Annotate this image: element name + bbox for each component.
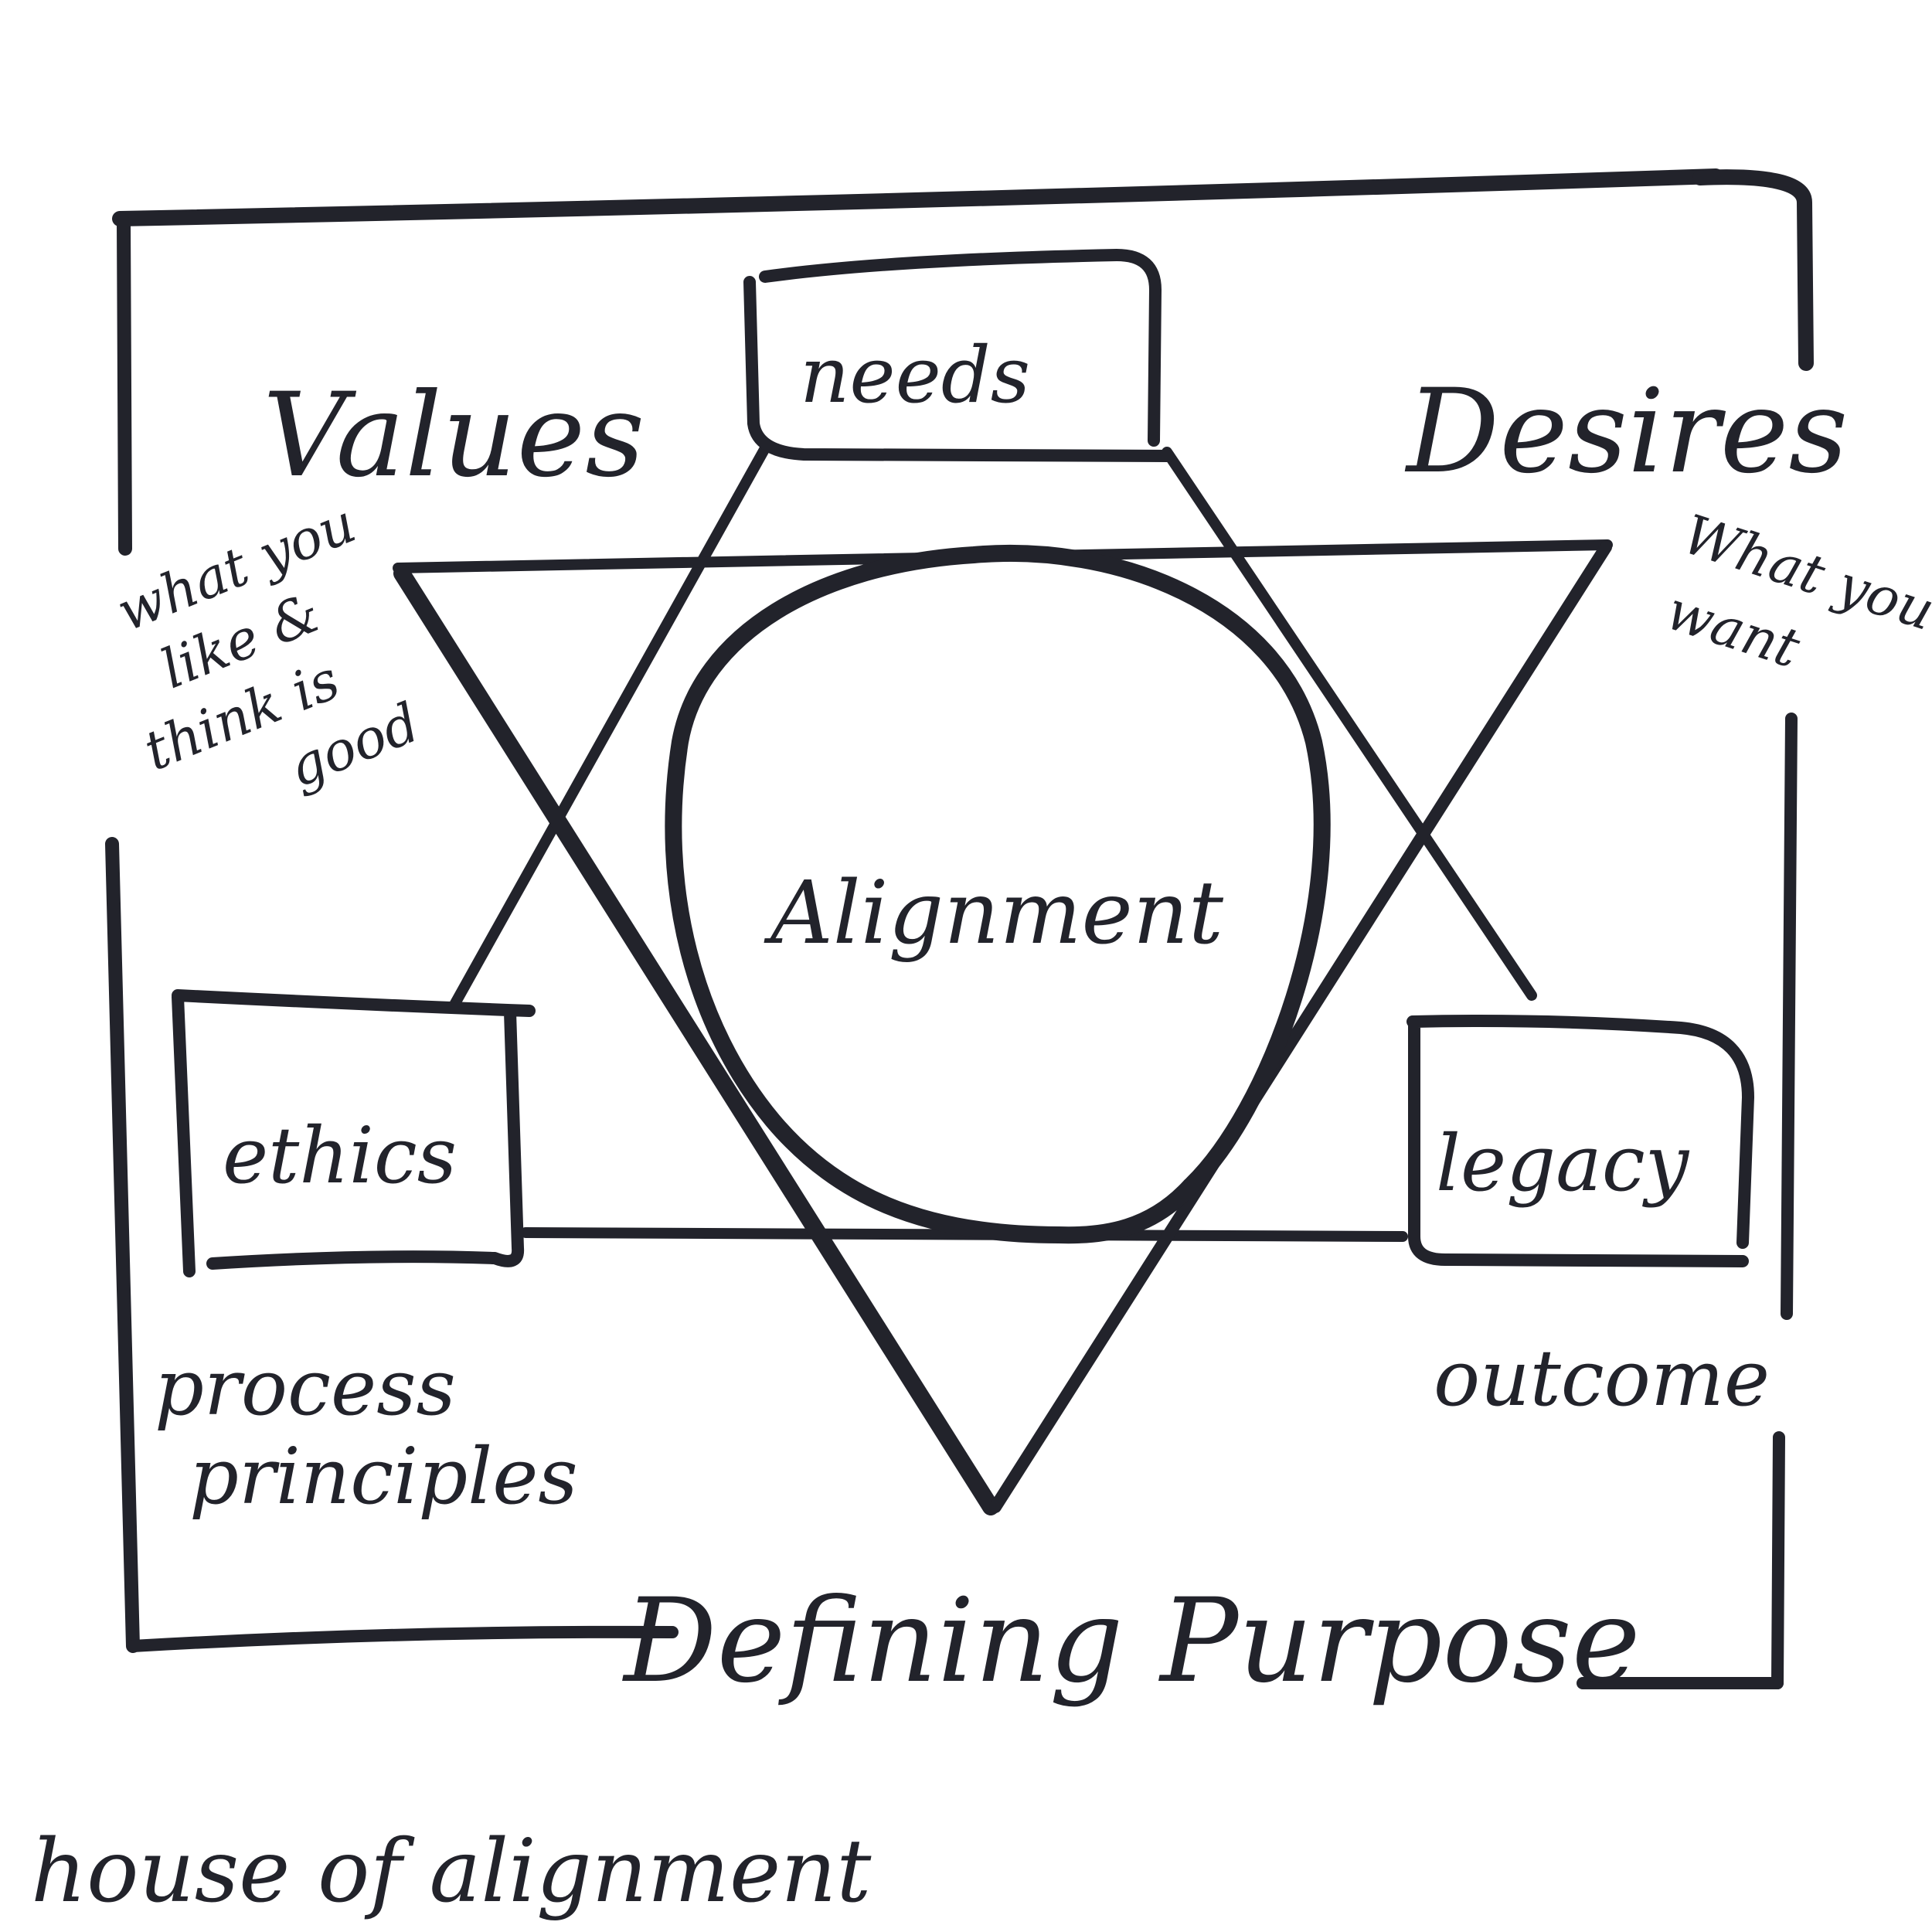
frame-left-bottom-segment <box>105 837 140 1653</box>
upright-triangle-right-edge <box>1162 447 1537 1001</box>
desires-note: What you want <box>1659 502 1932 680</box>
frame-top-right-corner <box>1692 169 1814 371</box>
principles-label: principles <box>189 1431 578 1522</box>
outcome-label: outcome <box>1434 1333 1770 1423</box>
frame-right-middle-segment <box>1781 713 1798 1320</box>
alignment-circle <box>665 544 1331 1244</box>
values-title: Values <box>263 369 645 503</box>
outer-frame <box>105 168 1814 1689</box>
desires-corner: Desires What you want <box>1404 365 1932 681</box>
alignment-label: Alignment <box>764 863 1224 964</box>
upright-triangle-left-edge <box>449 443 770 1010</box>
frame-bottom-left-line <box>127 1625 679 1652</box>
process-principles: process principles <box>155 1342 578 1522</box>
legacy-box: legacy <box>1406 1015 1754 1267</box>
inverted-triangle-left-edge <box>393 565 999 1515</box>
needs-label: needs <box>800 330 1030 420</box>
house-of-alignment-caption: house of alignment <box>31 1821 872 1922</box>
frame-right-bottom-segment <box>1771 1431 1785 1689</box>
ethics-label: ethics <box>223 1111 457 1201</box>
frame-top-line <box>112 168 1723 226</box>
frame-left-top-segment <box>117 216 132 556</box>
inverted-triangle-right-edge <box>989 541 1612 1513</box>
values-corner: Values what you like & think is good <box>108 369 645 800</box>
legacy-box-outline <box>1406 1015 1754 1267</box>
process-label: process <box>155 1342 456 1433</box>
ethics-box-outline <box>172 989 536 1277</box>
legacy-label: legacy <box>1436 1118 1690 1209</box>
desires-title: Desires <box>1404 365 1848 499</box>
defining-purpose-title: Defining Purpose <box>621 1574 1640 1709</box>
ethics-box: ethics <box>172 989 536 1277</box>
needs-box-outline <box>743 249 1175 462</box>
needs-box: needs <box>743 249 1175 462</box>
values-note: what you like & think is good <box>108 492 428 800</box>
